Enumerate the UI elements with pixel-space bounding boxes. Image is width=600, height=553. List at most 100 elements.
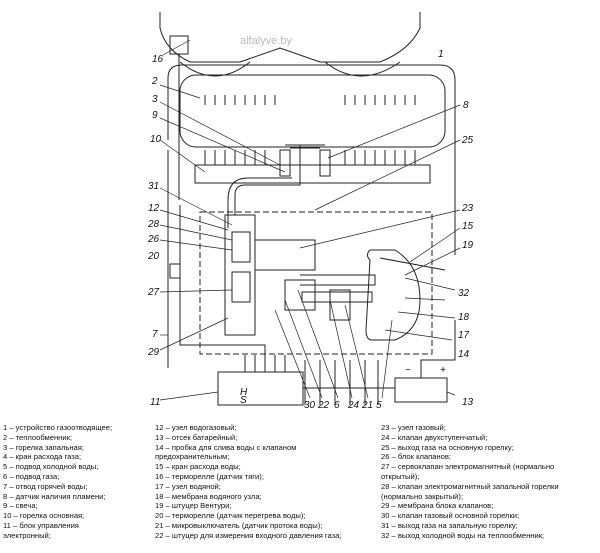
- legend-column-1: 1 – устройство газоотводящее; 2 – теплоо…: [3, 423, 151, 541]
- callout-28: 28: [147, 219, 160, 230]
- spark-plug: [279, 149, 291, 177]
- legend-column-3: 23 – узел газовый; 24 – клапан двухступе…: [381, 423, 599, 541]
- legend-item: 23 – узел газовый;: [381, 423, 446, 432]
- legend-item: 19 – штуцер Вентури;: [155, 501, 232, 511]
- callout-15: 15: [462, 221, 474, 232]
- callout-10: 10: [150, 134, 162, 145]
- legend-item: 9 – свеча;: [3, 501, 38, 511]
- legend-item: 5 – подвод холодной воды;: [3, 462, 99, 472]
- callout-1: 1: [438, 49, 444, 60]
- callout-21: 21: [361, 400, 373, 411]
- callout-6: 6: [334, 400, 340, 411]
- legend-item: 28 – клапан электромагнитный запальной г…: [381, 481, 559, 491]
- callout-24: 24: [347, 400, 360, 411]
- legend-item: 24 – клапан двухступенчатый;: [381, 432, 488, 442]
- callout-29: 29: [147, 347, 160, 358]
- overheat-sensor: [169, 263, 181, 279]
- cold-water-inlet: [379, 257, 446, 271]
- valve-body: [329, 289, 351, 321]
- gas-unit: [254, 239, 316, 271]
- gas-unit-lower: [284, 279, 316, 311]
- control-unit-label-s: S: [240, 395, 247, 406]
- control-unit-label-h: H: [240, 387, 248, 398]
- callout-11: 11: [150, 397, 160, 408]
- legend-item: 25 – выход газа на основную горелку;: [381, 442, 514, 452]
- legend-item: 1 – устройство газоотводящее;: [3, 423, 113, 432]
- legend-item: 17 – узел водяной;: [155, 481, 221, 491]
- callout-31: 31: [148, 181, 159, 192]
- callout-19: 19: [462, 240, 474, 251]
- legend-item: предохранительным;: [155, 452, 230, 462]
- legend-item: открытый);: [381, 471, 420, 481]
- valve-block-inner-2: [231, 271, 251, 303]
- callout-17: 17: [458, 330, 470, 341]
- legend-item: 26 – блок клапанов;: [381, 452, 452, 462]
- water-pipe-main: [300, 274, 376, 286]
- legend-item: электронный;: [3, 530, 51, 540]
- legend-item: 14 – пробка для слива воды с клапаном: [155, 442, 297, 452]
- valve-block-inner: [231, 231, 251, 263]
- callout-22: 22: [317, 400, 330, 411]
- callout-25: 25: [461, 135, 474, 146]
- legend-item: 15 – кран расхода воды;: [155, 462, 241, 472]
- gas-water-heater-schematic: alfalyve.by 1 2 3 8 9 10 25 31 12 23 28 …: [147, 12, 474, 411]
- legend-item: 31 – выход газа на запальную горелку;: [381, 520, 518, 530]
- callout-20: 20: [147, 251, 160, 262]
- control-unit: [217, 371, 304, 406]
- main-burner: [194, 164, 431, 184]
- electrode-head: [285, 144, 325, 152]
- control-wires: [244, 355, 286, 372]
- water-unit: [365, 249, 421, 341]
- callout-12: 12: [148, 203, 160, 214]
- legend-item: 7 – отвод горячей воды;: [3, 481, 88, 491]
- callout-8: 8: [463, 100, 469, 111]
- legend-item: 16 – терморелле (датчик тяги);: [155, 471, 264, 481]
- legend-item: 12 – узел водогазовый;: [155, 423, 237, 432]
- flue-hood: [159, 12, 421, 63]
- legend-item: 6 – подвод газа;: [3, 471, 60, 481]
- callout-7: 7: [152, 329, 158, 340]
- callout-18: 18: [458, 312, 470, 323]
- casing: [167, 150, 456, 368]
- callout-2: 2: [151, 76, 158, 87]
- battery-minus: −: [405, 365, 411, 376]
- callout-23: 23: [461, 203, 474, 214]
- housing-dashed: [199, 211, 433, 355]
- flame-sensor: [319, 149, 331, 177]
- legend-item: 8 – датчик наличия пламени;: [3, 491, 106, 501]
- legend-item: 3 – горелка запальная;: [3, 442, 85, 452]
- callout-13: 13: [462, 397, 474, 408]
- legend-item: 27 – сервоклапан электромагнитный (норма…: [381, 462, 555, 472]
- flue-arc-right: [324, 61, 401, 77]
- valve-block: [224, 214, 256, 336]
- callout-26: 26: [147, 234, 160, 245]
- legend-item: 29 – мембрана блока клапанов;: [381, 501, 494, 511]
- callout-32: 32: [458, 288, 470, 299]
- legend-item: 2 – теплообменник;: [3, 432, 73, 442]
- legend-item: (нормально закрытый);: [381, 491, 464, 501]
- legend-item: 21 – микровыключатель (датчик протока во…: [155, 520, 323, 530]
- heat-exchanger: [179, 74, 446, 148]
- heat-exchanger-outer: [167, 64, 456, 150]
- legend-item: 11 – блок управления: [3, 520, 79, 530]
- battery-plus: +: [440, 365, 446, 376]
- callout-3: 3: [152, 94, 158, 105]
- legend-item: 20 – терморелле (датчик перегрева воды);: [155, 511, 306, 521]
- legend-item: 30 – клапан газовый основной горелки;: [381, 511, 520, 521]
- callout-5: 5: [376, 400, 382, 411]
- legend-item: 10 – горелка основная;: [3, 511, 85, 521]
- legend-column-2: 12 – узел водогазовый; 13 – отсек батаре…: [155, 423, 377, 541]
- legend-item: 18 – мембрана водяного узла;: [155, 491, 262, 501]
- left-water-pipe: [179, 205, 266, 355]
- pilot-gas-line-2: [227, 177, 292, 228]
- flue-arc-left: [179, 61, 251, 77]
- callout-27: 27: [147, 287, 160, 298]
- venturi: [301, 291, 373, 303]
- legend-item: 22 – штуцер для измерения входного давле…: [155, 530, 342, 540]
- battery-compartment: [394, 377, 448, 403]
- callout-16: 16: [152, 54, 164, 65]
- inlet-pipes: [304, 360, 379, 405]
- legend-item: 32 – выход холодной воды на теплообменни…: [381, 530, 545, 540]
- legend-item: 4 – кран расхода газа;: [3, 452, 82, 462]
- watermark: alfalyve.by: [240, 35, 292, 47]
